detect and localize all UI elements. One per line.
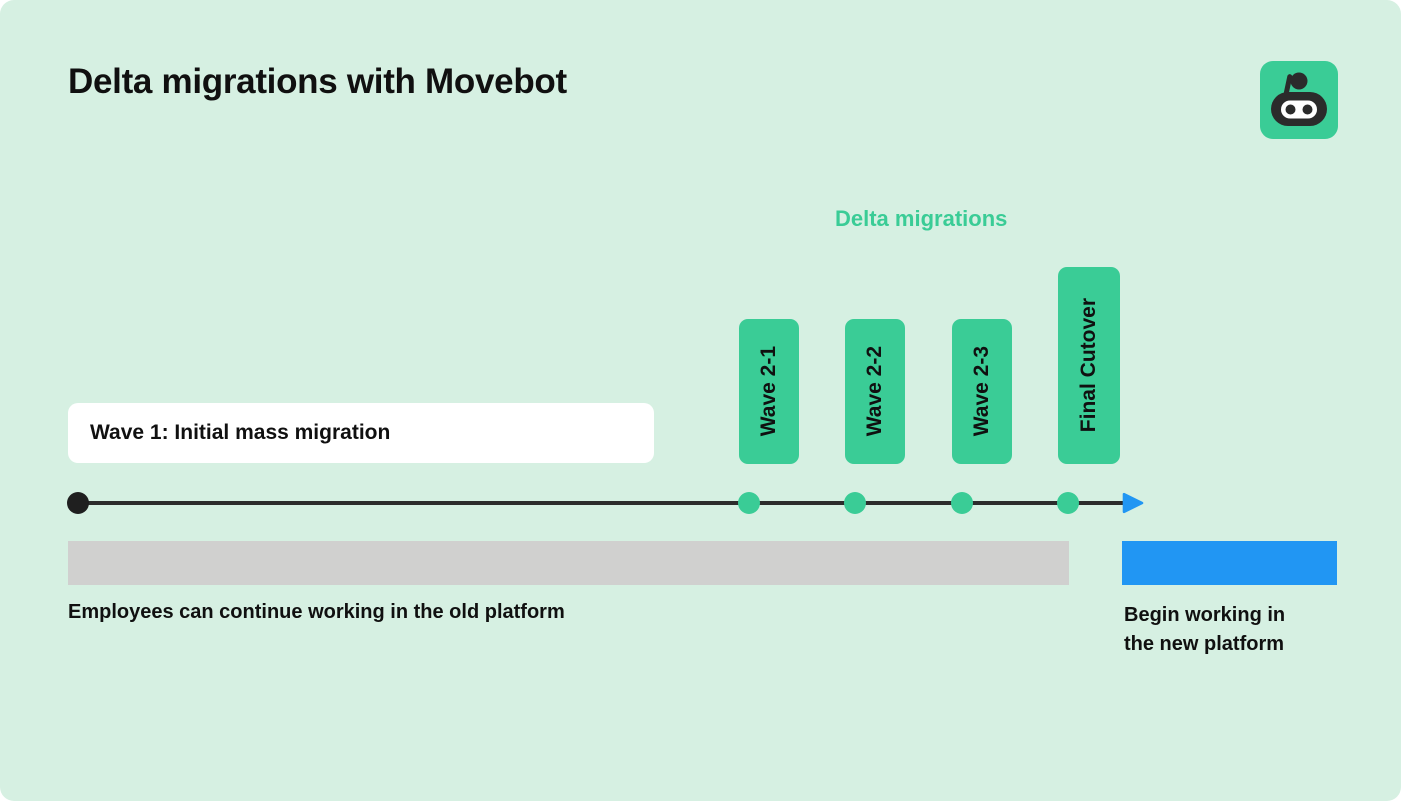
page-title: Delta migrations with Movebot — [68, 62, 567, 101]
timeline-start-dot — [67, 492, 89, 514]
new-platform-caption: Begin working in the new platform — [1124, 601, 1364, 659]
timeline-dot-wave-2-2[interactable] — [844, 492, 866, 514]
delta-migrations-label: Delta migrations — [835, 206, 1008, 231]
wave-box-label: Wave 2-2 — [863, 346, 886, 437]
timeline-axis — [78, 501, 1126, 505]
movebot-robot-icon — [1260, 61, 1338, 139]
wave-1-card[interactable]: Wave 1: Initial mass migration — [68, 403, 654, 463]
timeline-dot-wave-2-3[interactable] — [951, 492, 973, 514]
old-platform-bar — [68, 541, 1069, 585]
wave-box-wave-2-3[interactable]: Wave 2-3 — [952, 319, 1012, 464]
timeline-arrowhead-icon — [1121, 491, 1145, 515]
wave-box-label: Wave 2-3 — [970, 346, 993, 437]
new-platform-bar — [1122, 541, 1337, 585]
new-platform-caption-line1: Begin working in — [1124, 604, 1286, 626]
timeline-dot-wave-2-1[interactable] — [738, 492, 760, 514]
new-platform-caption-line2: the new platform — [1124, 633, 1285, 655]
wave-box-final-cutover[interactable]: Final Cutover — [1058, 267, 1120, 464]
wave-box-wave-2-1[interactable]: Wave 2-1 — [739, 319, 799, 464]
wave-box-wave-2-2[interactable]: Wave 2-2 — [845, 319, 905, 464]
wave-box-label: Final Cutover — [1077, 298, 1100, 433]
old-platform-caption: Employees can continue working in the ol… — [68, 601, 565, 623]
wave-1-card-label: Wave 1: Initial mass migration — [90, 421, 391, 444]
wave-box-label: Wave 2-1 — [757, 346, 780, 437]
timeline-dot-final-cutover[interactable] — [1057, 492, 1079, 514]
